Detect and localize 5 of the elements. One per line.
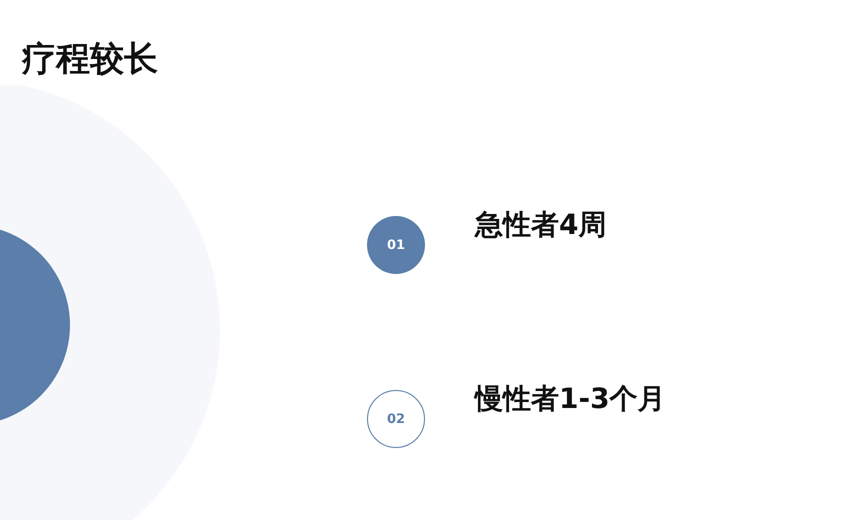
step-text: 急性者4周 <box>475 207 606 243</box>
step-number-badge: 01 <box>367 216 425 274</box>
step-text: 慢性者1-3个月 <box>475 381 666 417</box>
step-number-badge: 02 <box>367 390 425 448</box>
slide-title: 疗程较长 <box>22 38 158 81</box>
